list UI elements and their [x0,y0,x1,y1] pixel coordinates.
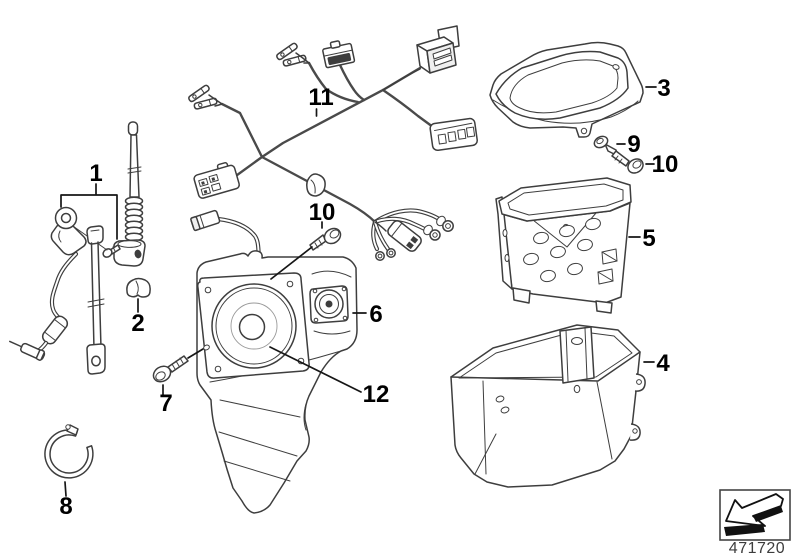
ring-terminal [375,248,396,261]
antenna-plug [9,340,46,361]
bracket-holes [523,217,601,283]
callout-12: 12 [363,381,390,408]
part-screw-left [152,344,210,383]
round-plug [436,215,454,232]
connector-two-pin [387,220,422,252]
part-antenna-assembly [9,121,146,375]
leader-1 [60,183,118,240]
harness-branch-rca [260,155,377,224]
leader-12 [269,346,362,393]
connector-right-middle [429,117,478,152]
callout-10-second: 10 [309,199,336,226]
callout-7: 7 [159,390,172,417]
antenna-mast [124,121,144,242]
spade-terminal-pair-top [276,42,310,67]
round-plug [423,224,441,241]
part-cover [489,41,644,138]
harness-branch-left [220,102,264,159]
callout-9: 9 [627,131,640,158]
callout-leader-lines [60,86,657,497]
harness-lead-bundle [371,208,454,261]
tweeter-speaker [309,285,349,324]
leader-8 [64,481,67,497]
part-grommet-cap [126,277,151,298]
callout-6: 6 [369,301,382,328]
woofer-dust-cap [238,313,266,341]
antenna-base [113,239,146,267]
part-screw-middle [309,227,342,251]
doc-number: 471720 [729,540,785,557]
callout-10: 10 [652,151,679,178]
callout-2: 2 [131,310,144,337]
part-speaker-system [190,209,358,514]
part-housing [450,324,646,488]
part-speaker-bracket [495,177,632,314]
speaker-lead-connector [190,209,262,259]
callout-5: 5 [642,225,655,252]
part-wiring-harness [188,25,478,261]
leader-10b [270,221,323,280]
connector-multipin-left [193,161,240,199]
callout-1: 1 [89,160,102,187]
doc-number-box: 471720 [719,489,791,557]
woofer-speaker [197,272,310,379]
connector-black-top [322,40,356,69]
harness-grommet [306,173,326,197]
cover-screw-hole [580,127,588,135]
callout-numbers: 1 2 3 4 5 6 7 8 9 10 10 11 12 [59,75,678,520]
part-clamp-ring [44,424,94,479]
antenna-cable [9,206,87,361]
direction-arrow-icon [724,493,784,536]
callout-11: 11 [308,84,333,111]
harness-branch-spade [307,61,360,104]
callout-8: 8 [59,493,72,520]
connector-large-top-right [382,25,460,91]
callout-3: 3 [657,75,670,102]
spade-terminal-pair-left [188,84,223,110]
harness-branch-connector [381,88,435,129]
part-screw-top-right [611,150,644,174]
ground-strap [86,225,106,375]
harness-branch-black-conn [338,63,366,102]
callout-4: 4 [656,350,670,377]
antenna-stud-bolt [102,244,121,258]
